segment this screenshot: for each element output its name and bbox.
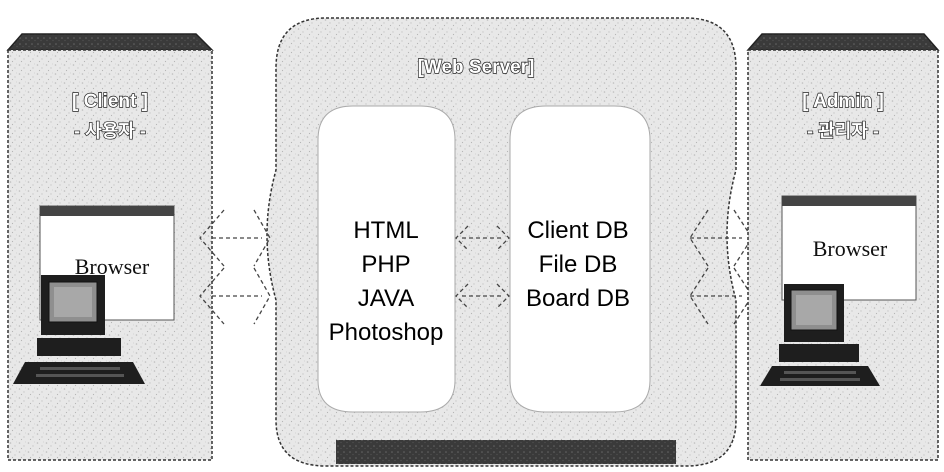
client-panel: [ Client ] - 사용자 - Browser	[6, 33, 214, 461]
client-title: [ Client ]	[72, 91, 148, 112]
client-server-connector	[199, 209, 271, 325]
admin-desktop-computer-icon	[760, 284, 880, 386]
server-admin-connector	[689, 209, 753, 325]
client-desktop-computer-icon	[13, 275, 145, 384]
application-line-php: PHP	[361, 251, 410, 278]
client-browser-label: Browser	[75, 254, 150, 279]
application-drum	[317, 105, 456, 413]
database-drum	[509, 105, 651, 413]
web-server-title: [Web Server]	[418, 57, 535, 78]
web-server-bottom-band	[336, 440, 676, 464]
database-line-file-db: File DB	[539, 251, 618, 278]
admin-title: [ Admin ]	[802, 91, 884, 112]
admin-browser-label: Browser	[813, 236, 888, 261]
database-line-board-db: Board DB	[526, 285, 630, 312]
application-line-photoshop: Photoshop	[329, 319, 444, 346]
admin-panel: [ Admin ] - 관리자 - Browser	[746, 33, 940, 461]
admin-panel-top-band	[746, 33, 940, 51]
admin-browser-window-icon: Browser	[781, 195, 917, 301]
client-panel-top-band	[6, 33, 214, 51]
application-line-html: HTML	[353, 217, 418, 244]
admin-subtitle: - 관리자 -	[807, 121, 879, 141]
web-server-panel: [Web Server] HTML PHP JAVA Photoshop Cli…	[266, 17, 737, 467]
application-line-java: JAVA	[358, 285, 414, 312]
internal-connector	[455, 225, 510, 309]
client-subtitle: - 사용자 -	[74, 121, 146, 141]
database-line-client-db: Client DB	[527, 217, 628, 244]
client-browser-window-icon: Browser	[39, 205, 175, 321]
